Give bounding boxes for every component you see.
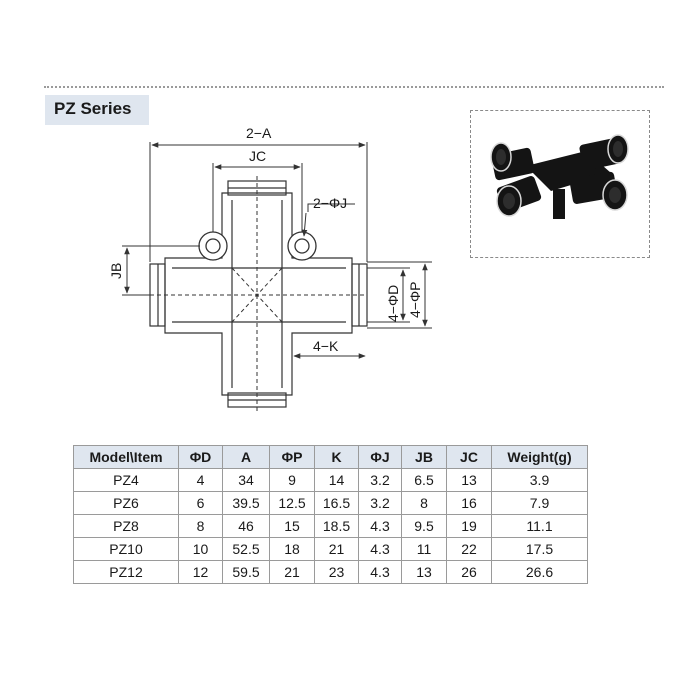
header-phiJ: ΦJ — [358, 445, 402, 469]
cross-body-outline — [164, 192, 353, 396]
dim-2PhiJ-label: 2−ΦJ — [313, 195, 347, 211]
cell-phiD: 4 — [178, 468, 223, 492]
header-phiD: ΦD — [178, 445, 223, 469]
table-row: PZ4 4 34 9 14 3.2 6.5 13 3.9 — [73, 468, 588, 492]
cell-A: 39.5 — [222, 491, 270, 515]
cell-JC: 16 — [446, 491, 492, 515]
cell-phiP: 9 — [269, 468, 315, 492]
cell-K: 18.5 — [314, 514, 359, 538]
cell-phiJ: 4.3 — [358, 537, 402, 561]
cell-K: 16.5 — [314, 491, 359, 515]
header-A: A — [222, 445, 270, 469]
cell-weight: 7.9 — [491, 491, 588, 515]
cell-phiD: 6 — [178, 491, 223, 515]
cell-JB: 9.5 — [401, 514, 447, 538]
cell-K: 21 — [314, 537, 359, 561]
cell-weight: 17.5 — [491, 537, 588, 561]
cell-phiJ: 3.2 — [358, 491, 402, 515]
dim-JB-label: JB — [108, 263, 124, 279]
dim-2A-label: 2−A — [246, 125, 272, 141]
top-dotted-rule — [44, 86, 664, 88]
technical-drawing: 2−A JC 2−ΦJ JB 4−ΦD 4−ΦP 4−K — [108, 125, 432, 412]
cell-JC: 13 — [446, 468, 492, 492]
cell-phiJ: 4.3 — [358, 514, 402, 538]
cell-phiD: 10 — [178, 537, 223, 561]
cell-phiJ: 3.2 — [358, 468, 402, 492]
cell-phiP: 18 — [269, 537, 315, 561]
header-model: Model\Item — [73, 445, 179, 469]
dim-JC-label: JC — [249, 148, 266, 164]
cell-phiJ: 4.3 — [358, 560, 402, 584]
cell-A: 52.5 — [222, 537, 270, 561]
cell-JB: 6.5 — [401, 468, 447, 492]
cell-JC: 22 — [446, 537, 492, 561]
cell-phiD: 8 — [178, 514, 223, 538]
table-row: PZ10 10 52.5 18 21 4.3 11 22 17.5 — [73, 537, 588, 561]
cell-K: 23 — [314, 560, 359, 584]
cell-phiD: 12 — [178, 560, 223, 584]
dim-4PhiD-label: 4−ΦD — [385, 285, 401, 322]
cell-JB: 13 — [401, 560, 447, 584]
cell-model: PZ8 — [73, 514, 179, 538]
cell-phiP: 12.5 — [269, 491, 315, 515]
dim-4PhiP-label: 4−ΦP — [407, 282, 423, 318]
cell-weight: 11.1 — [491, 514, 588, 538]
header-weight: Weight(g) — [491, 445, 588, 469]
cell-JB: 8 — [401, 491, 447, 515]
cell-JC: 26 — [446, 560, 492, 584]
dim-4K-label: 4−K — [313, 338, 339, 354]
table-row: PZ8 8 46 15 18.5 4.3 9.5 19 11.1 — [73, 514, 588, 538]
series-badge — [45, 95, 149, 125]
table-row: PZ12 12 59.5 21 23 4.3 13 26 26.6 — [73, 560, 588, 584]
cell-JB: 11 — [401, 537, 447, 561]
cell-A: 59.5 — [222, 560, 270, 584]
header-phiP: ΦP — [269, 445, 315, 469]
cell-model: PZ4 — [73, 468, 179, 492]
cell-phiP: 21 — [269, 560, 315, 584]
header-K: K — [314, 445, 359, 469]
header-JC: JC — [446, 445, 492, 469]
cell-model: PZ12 — [73, 560, 179, 584]
spec-table: Model\Item ΦD A ΦP K ΦJ JB JC Weight(g) … — [73, 445, 588, 584]
cell-model: PZ6 — [73, 491, 179, 515]
cell-model: PZ10 — [73, 537, 179, 561]
cell-K: 14 — [314, 468, 359, 492]
header-JB: JB — [401, 445, 447, 469]
cell-weight: 26.6 — [491, 560, 588, 584]
cell-JC: 19 — [446, 514, 492, 538]
table-row: PZ6 6 39.5 12.5 16.5 3.2 8 16 7.9 — [73, 491, 588, 515]
product-photo — [490, 134, 629, 219]
product-photo-frame — [470, 110, 650, 258]
cell-A: 46 — [222, 514, 270, 538]
cell-A: 34 — [222, 468, 270, 492]
cell-phiP: 15 — [269, 514, 315, 538]
table-header-row: Model\Item ΦD A ΦP K ΦJ JB JC Weight(g) — [73, 445, 588, 469]
cell-weight: 3.9 — [491, 468, 588, 492]
series-title: PZ Series — [54, 99, 132, 118]
